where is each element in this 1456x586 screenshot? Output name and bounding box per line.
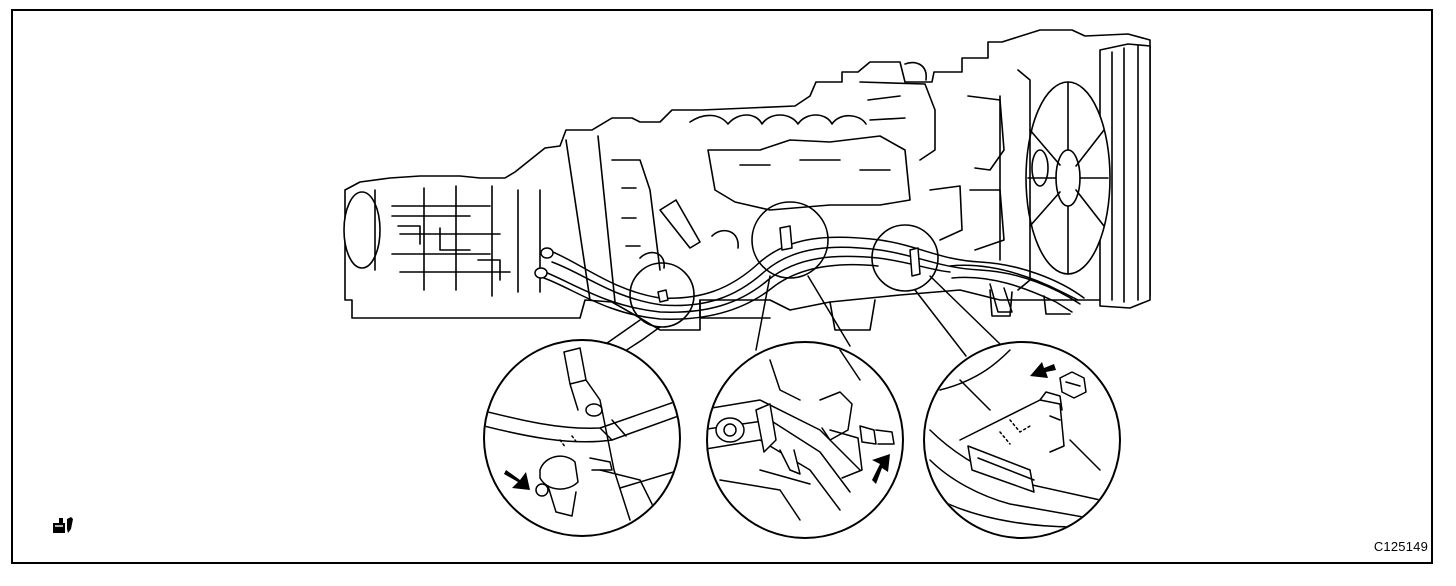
arrow-down-left-icon (1030, 362, 1056, 378)
detail-view-right-clamp (923, 341, 1121, 539)
detail-view-center-clamp (706, 341, 904, 539)
leader-lines (559, 275, 1001, 377)
oil-cooler-tubes (534, 225, 1085, 320)
arrow-down-right-icon (504, 470, 530, 490)
wrench-pencil-icon (53, 517, 73, 533)
figure-code: C125149 (1373, 539, 1428, 554)
locator-circles (629, 201, 939, 328)
arrow-up-right-icon (872, 454, 890, 484)
detail-view-left-clamp (483, 339, 681, 537)
